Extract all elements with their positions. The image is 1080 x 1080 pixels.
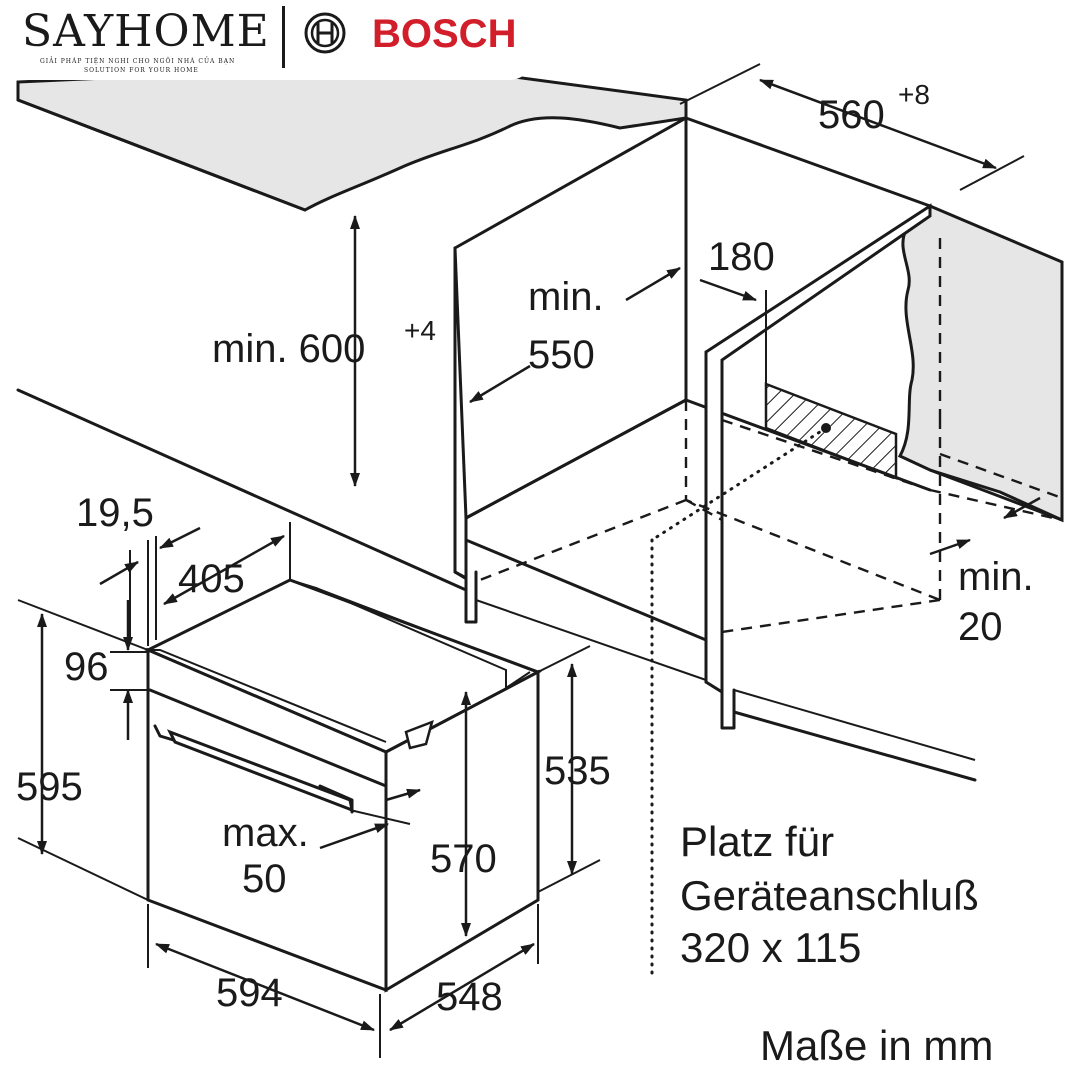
rear-gap-label: 180 [708,235,775,279]
bottom-min-prefix: min. [958,555,1034,599]
cabinet-depth-min-label: min. [528,275,604,319]
cabinet-height-tolerance: +4 [404,315,436,346]
sayhome-tagline-vi: GIẢI PHÁP TIỆN NGHI CHO NGÔI NHÀ CỦA BẠN [40,58,236,65]
bottom-min-label: 20 [958,605,1003,649]
top-depth-label: 405 [178,557,245,601]
cabinet-depth-label: 550 [528,333,595,377]
body-height-label: 535 [544,749,611,793]
sayhome-tagline-en: SOLUTION FOR YOUR HOME [84,67,199,74]
cabinet-height-label: min. 600 [212,327,365,371]
oven [144,578,542,993]
bosch-logo-text: BOSCH [372,12,517,56]
countertop [16,62,688,212]
brand-header: SAYHOME GIẢI PHÁP TIỆN NGHI CHO NGÔI NHÀ… [0,0,535,80]
connection-note-line-2: Geräteanschluß [680,872,979,919]
cabinet-width-tolerance: +8 [898,79,930,110]
oven-depth-label: 548 [436,975,503,1019]
oven-height-label: 595 [16,765,83,809]
bosch-logo-icon [304,12,346,54]
door-max-prefix: max. [222,811,309,855]
dimension-labels: 560 +8 min. 600 +4 min. 550 180 min. 20 … [16,79,1034,1019]
inner-height-label: 570 [430,837,497,881]
door-max-label: 50 [242,857,287,901]
dimension-lines [17,63,1041,1058]
units-note: Maße in mm [760,1022,993,1069]
front-offset-label: 19,5 [76,491,154,535]
logo-divider [282,6,285,68]
cabinet-niche [16,115,1063,982]
cabinet-width-label: 560 [818,93,885,137]
oven-width-label: 594 [216,971,283,1015]
sayhome-logo-text: SAYHOME [22,6,270,57]
connection-note: Platz für Geräteanschluß 320 x 115 [680,818,979,971]
connection-note-line-1: Platz für [680,818,834,865]
panel-height-label: 96 [64,645,109,689]
connection-note-line-3: 320 x 115 [680,924,861,971]
side-worktop [897,204,1064,523]
